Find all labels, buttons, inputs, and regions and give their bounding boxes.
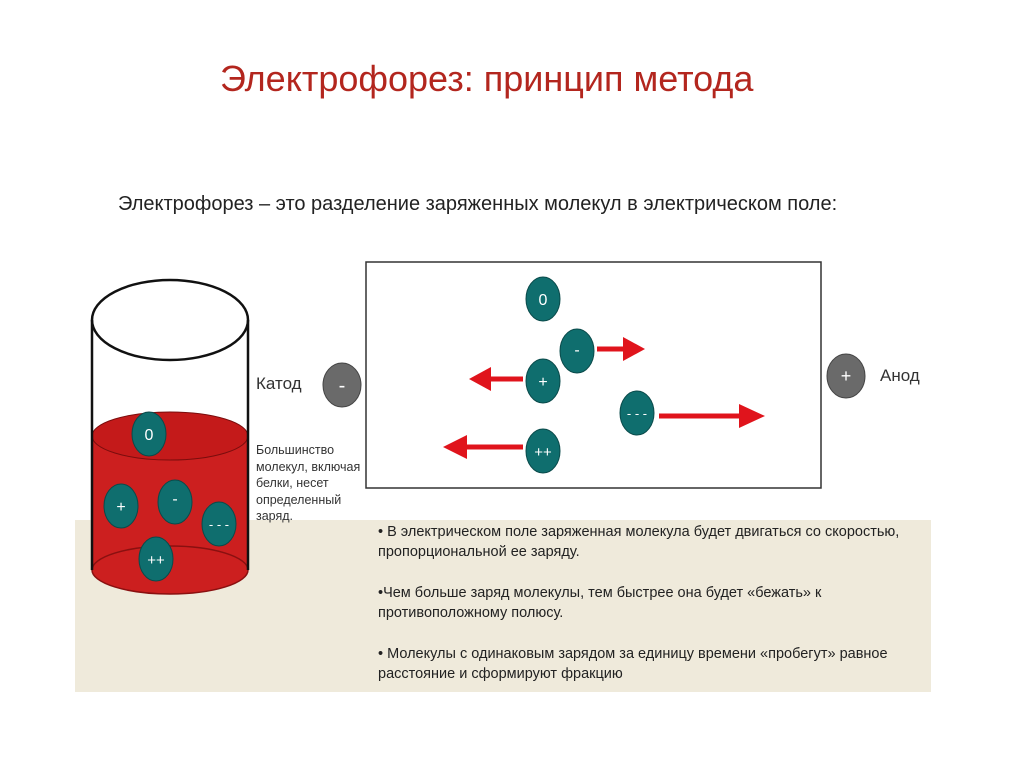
slide-title: Электрофорез: принцип метода [220, 58, 753, 100]
beaker-note: Большинство молекул, включая белки, несе… [256, 442, 366, 525]
svg-text:-: - [574, 342, 579, 359]
beaker-molecule-triple-minus: - - - [202, 502, 236, 546]
intro-text: Электрофорез – это разделение заряженных… [118, 191, 858, 217]
beaker-molecule-double-plus: ++ [139, 537, 173, 581]
field-molecule-plus: + [526, 359, 560, 403]
svg-text:+: + [116, 499, 125, 516]
svg-text:+: + [538, 374, 547, 391]
beaker-illustration: 0 + - - - - ++ [80, 270, 260, 600]
bullet-item: •Чем больше заряд молекулы, тем быстрее … [378, 583, 918, 623]
electric-field-box: 0 - + - - - ++ [365, 261, 823, 491]
svg-text:-: - [339, 375, 346, 397]
svg-text:- - -: - - - [209, 517, 229, 532]
svg-text:- - -: - - - [627, 406, 647, 421]
beaker-liquid-surface [92, 412, 248, 460]
svg-text:+: + [841, 366, 852, 386]
svg-text:++: ++ [147, 552, 165, 569]
beaker-molecule-plus: + [104, 484, 138, 528]
bullet-item: • Молекулы с одинаковым зарядом за едини… [378, 644, 918, 684]
bullet-list: • В электрическом поле заряженная молеку… [378, 522, 918, 705]
beaker-rim [92, 280, 248, 360]
cathode-electrode: - [321, 361, 363, 409]
cathode-label: Катод [256, 374, 302, 394]
beaker-molecule-0: 0 [132, 412, 166, 456]
svg-text:0: 0 [145, 427, 154, 444]
field-molecule-double-plus: ++ [526, 429, 560, 473]
anode-label: Анод [880, 366, 920, 386]
beaker-molecule-minus: - [158, 480, 192, 524]
svg-text:0: 0 [539, 292, 548, 309]
field-molecule-0: 0 [526, 277, 560, 321]
bullet-item: • В электрическом поле заряженная молеку… [378, 522, 918, 562]
field-molecule-minus: - [560, 329, 594, 373]
field-molecule-triple-minus: - - - [620, 391, 654, 435]
anode-electrode: + [825, 352, 867, 400]
svg-text:++: ++ [534, 444, 552, 461]
svg-text:-: - [172, 491, 177, 508]
